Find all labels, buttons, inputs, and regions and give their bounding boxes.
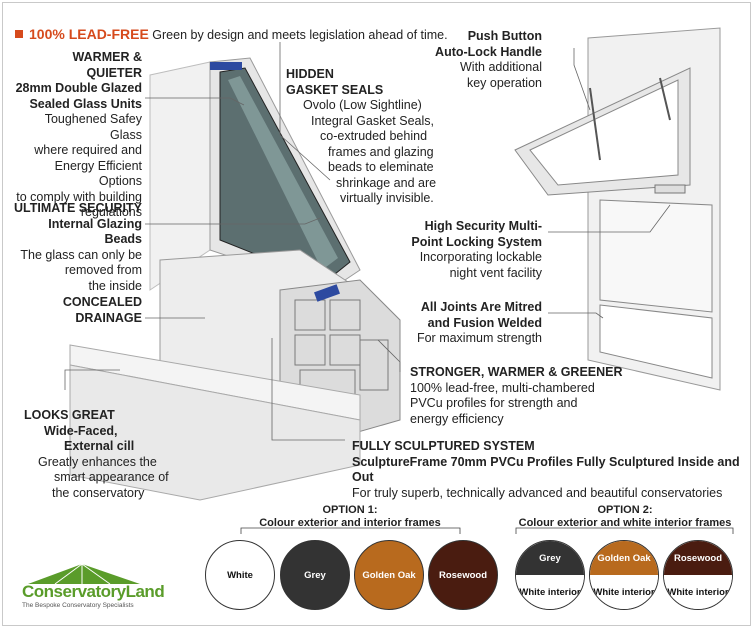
feature-push-button-handle: Push Button Auto-Lock Handle With additi… (435, 29, 542, 90)
headline-text: Green by design and meets legislation ah… (148, 28, 448, 42)
conservatory-roof-logo-icon (28, 563, 140, 585)
lead-free-highlight: 100% LEAD-FREE (29, 26, 149, 42)
feature-hidden-gasket-seals: HIDDEN GASKET SEALS Ovolo (Low Sightline… (286, 67, 437, 205)
swatch-rosewood-white-interior[interactable]: Rosewood White interior (663, 540, 733, 610)
swatch-rosewood[interactable]: Rosewood (428, 540, 498, 610)
leader-lines (64, 42, 671, 441)
option1-heading: OPTION 1: Colour exterior and interior f… (259, 504, 441, 529)
casement-window-illustration (514, 27, 721, 391)
option2-heading: OPTION 2: Colour exterior and white inte… (518, 504, 732, 529)
feature-stronger-warmer-greener: STRONGER, WARMER & GREENER 100% lead-fre… (410, 365, 623, 426)
headline: 100% LEAD-FREE Green by design and meets… (15, 26, 448, 42)
swatch-golden-oak-white-interior[interactable]: Golden Oak White interior (589, 540, 659, 610)
brand-tagline: The Bespoke Conservatory Specialists (22, 602, 134, 609)
swatch-grey[interactable]: Grey (280, 540, 350, 610)
feature-fully-sculptured: FULLY SCULPTURED SYSTEM SculptureFrame 7… (352, 439, 740, 500)
brand-logo-name: ConservatoryLand (22, 582, 165, 601)
feature-concealed-drainage: CONCEALED DRAINAGE (62, 295, 142, 325)
feature-warmer-quieter: WARMER & QUIETER 28mm Double Glazed Seal… (15, 50, 142, 219)
bullet-square-icon (15, 30, 23, 38)
feature-multi-point-locking: High Security Multi- Point Locking Syste… (411, 219, 542, 280)
swatch-golden-oak[interactable]: Golden Oak (354, 540, 424, 610)
swatch-white[interactable]: White (205, 540, 275, 610)
swatch-grey-white-interior[interactable]: Grey White interior (515, 540, 585, 610)
feature-ultimate-security: ULTIMATE SECURITY Internal Glazing Beads… (14, 201, 143, 293)
feature-looks-great: LOOKS GREAT Wide-Faced, External cill Gr… (24, 408, 169, 500)
window-profile-illustration (69, 57, 401, 501)
feature-mitred-joints: All Joints Are Mitred and Fusion Welded … (416, 300, 542, 345)
